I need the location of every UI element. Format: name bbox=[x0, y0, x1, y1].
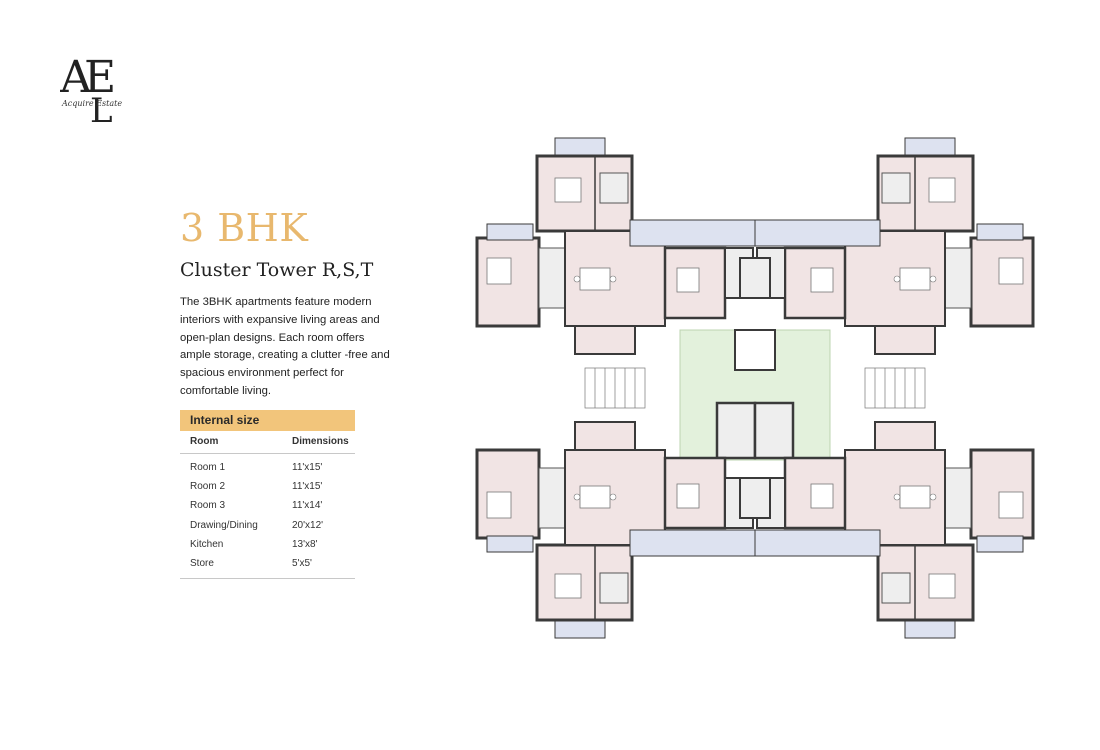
room-dimension: 11'x15' bbox=[292, 481, 323, 493]
room-dimension: 13'x8' bbox=[292, 538, 318, 550]
table-row: Store 5'x5' bbox=[180, 554, 355, 573]
description-text: The 3BHK apartments feature modern inter… bbox=[180, 296, 390, 397]
table-row: Kitchen 13'x8' bbox=[180, 535, 355, 554]
room-dimension: 11'x14' bbox=[292, 500, 323, 512]
room-name: Room 3 bbox=[190, 500, 226, 512]
room-name: Store bbox=[190, 557, 214, 569]
svg-text:Acquire Estate: Acquire Estate bbox=[61, 99, 122, 108]
table-column-headers: Room Dimensions bbox=[180, 431, 355, 454]
brand-logo: A E L Acquire Estate bbox=[59, 48, 140, 131]
column-header-dimensions: Dimensions bbox=[292, 436, 349, 447]
table-row: Room 2 11'x15' bbox=[180, 477, 355, 496]
room-dimension: 20'x12' bbox=[292, 519, 324, 531]
room-name: Room 2 bbox=[190, 481, 226, 493]
page-title: 3 BHK bbox=[180, 206, 309, 250]
table-header: Internal size bbox=[180, 410, 355, 431]
svg-text:L: L bbox=[90, 91, 113, 124]
svg-text:E: E bbox=[84, 52, 116, 103]
table-row: Room 1 11'x15' bbox=[180, 458, 355, 477]
logo-mark: A E L Acquire Estate bbox=[59, 52, 122, 131]
internal-size-table: Internal size Room Dimensions Room 1 11'… bbox=[180, 410, 355, 580]
room-name: Kitchen bbox=[190, 538, 224, 550]
svg-text:A: A bbox=[60, 52, 93, 103]
floor-plan-drawing bbox=[475, 136, 1035, 640]
page-subtitle: Cluster Tower R,S,T bbox=[180, 259, 374, 281]
table-divider bbox=[180, 578, 355, 580]
room-name: Drawing/Dining bbox=[190, 519, 258, 531]
room-dimension: 11'x15' bbox=[292, 462, 323, 473]
table-row: Drawing/Dining 20'x12' bbox=[180, 516, 355, 535]
table-row: Room 3 11'x14' bbox=[180, 496, 355, 515]
column-header-room: Room bbox=[190, 436, 219, 447]
room-dimension: 5'x5' bbox=[292, 557, 312, 569]
room-name: Room 1 bbox=[190, 462, 226, 473]
